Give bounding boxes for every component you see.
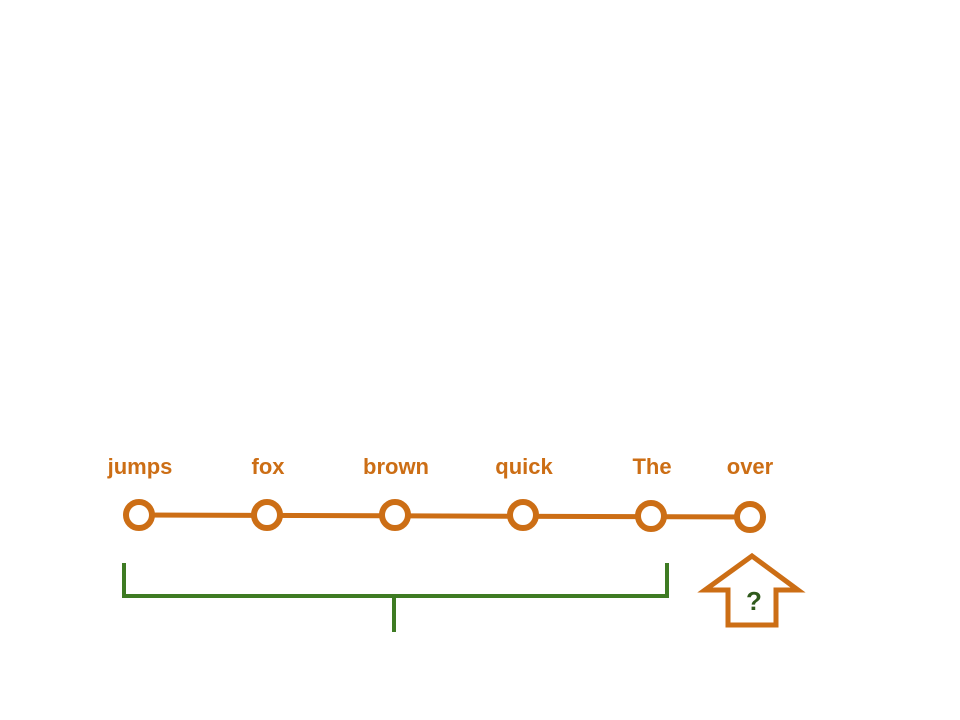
token-node-jumps	[123, 499, 155, 531]
prediction-arrow-icon	[697, 552, 806, 628]
token-node-over	[734, 501, 766, 533]
context-bracket	[122, 563, 669, 632]
token-label-over: over	[727, 454, 774, 479]
token-label-brown: brown	[363, 454, 429, 479]
token-label-fox: fox	[252, 454, 286, 479]
token-node-quick	[507, 499, 539, 531]
prediction-question-mark: ?	[746, 586, 762, 616]
token-label-the: The	[632, 454, 671, 479]
token-node-the	[635, 500, 667, 532]
token-label-quick: quick	[495, 454, 553, 479]
token-node-fox	[251, 499, 283, 531]
token-label-jumps: jumps	[107, 454, 173, 479]
token-node-brown	[379, 499, 411, 531]
